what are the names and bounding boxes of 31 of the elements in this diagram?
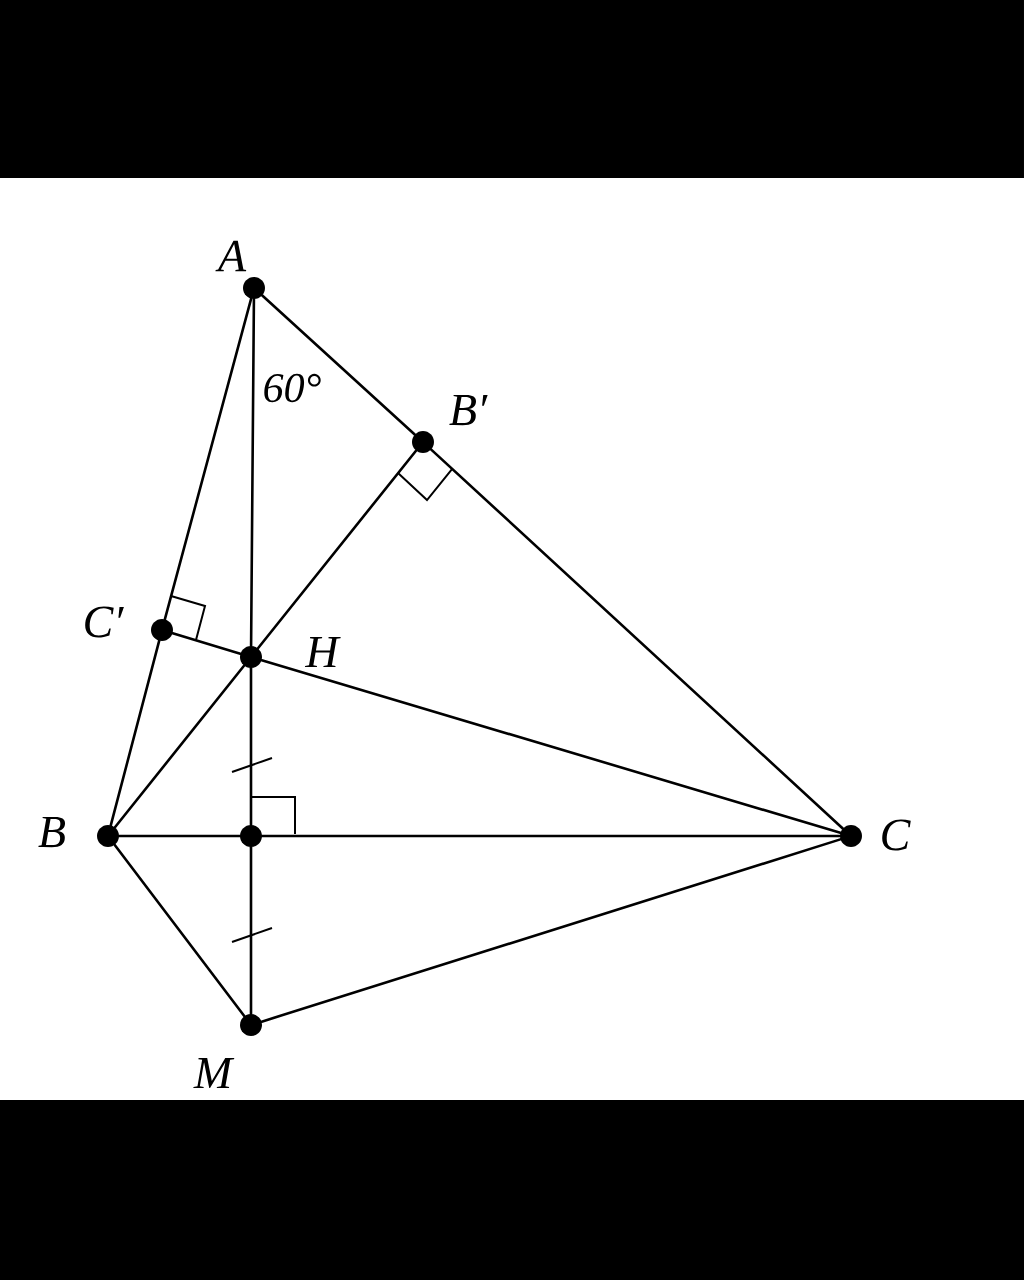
line-segment xyxy=(249,666,253,827)
line-segment xyxy=(163,297,253,621)
line-segment xyxy=(429,448,845,830)
node-label: A xyxy=(215,240,247,272)
line-segment xyxy=(113,664,246,829)
node-label: H xyxy=(304,636,341,668)
node-label: C xyxy=(882,819,911,851)
point: B′ xyxy=(412,394,488,453)
node-label: M xyxy=(193,1057,235,1089)
line-segment xyxy=(171,631,242,656)
point: C xyxy=(840,819,911,851)
node-label: C′ xyxy=(85,606,124,638)
node-label: B′ xyxy=(449,394,488,426)
angle-label: 60° xyxy=(264,373,321,403)
line-segment xyxy=(249,297,256,648)
line-segment xyxy=(117,834,242,838)
line-segment xyxy=(260,294,417,436)
point: C′ xyxy=(85,606,173,641)
point: A xyxy=(215,240,265,299)
line-segment xyxy=(256,449,418,650)
line-segment xyxy=(260,838,842,1023)
point: H xyxy=(240,636,341,668)
line-segment xyxy=(260,658,842,835)
node-label: B xyxy=(38,816,66,848)
point xyxy=(240,825,262,847)
point: B xyxy=(38,816,119,848)
line-segment xyxy=(260,834,842,838)
line-segment xyxy=(109,639,161,827)
line-segment xyxy=(249,845,253,1016)
line-segment xyxy=(113,843,246,1018)
point: M xyxy=(193,1014,262,1089)
